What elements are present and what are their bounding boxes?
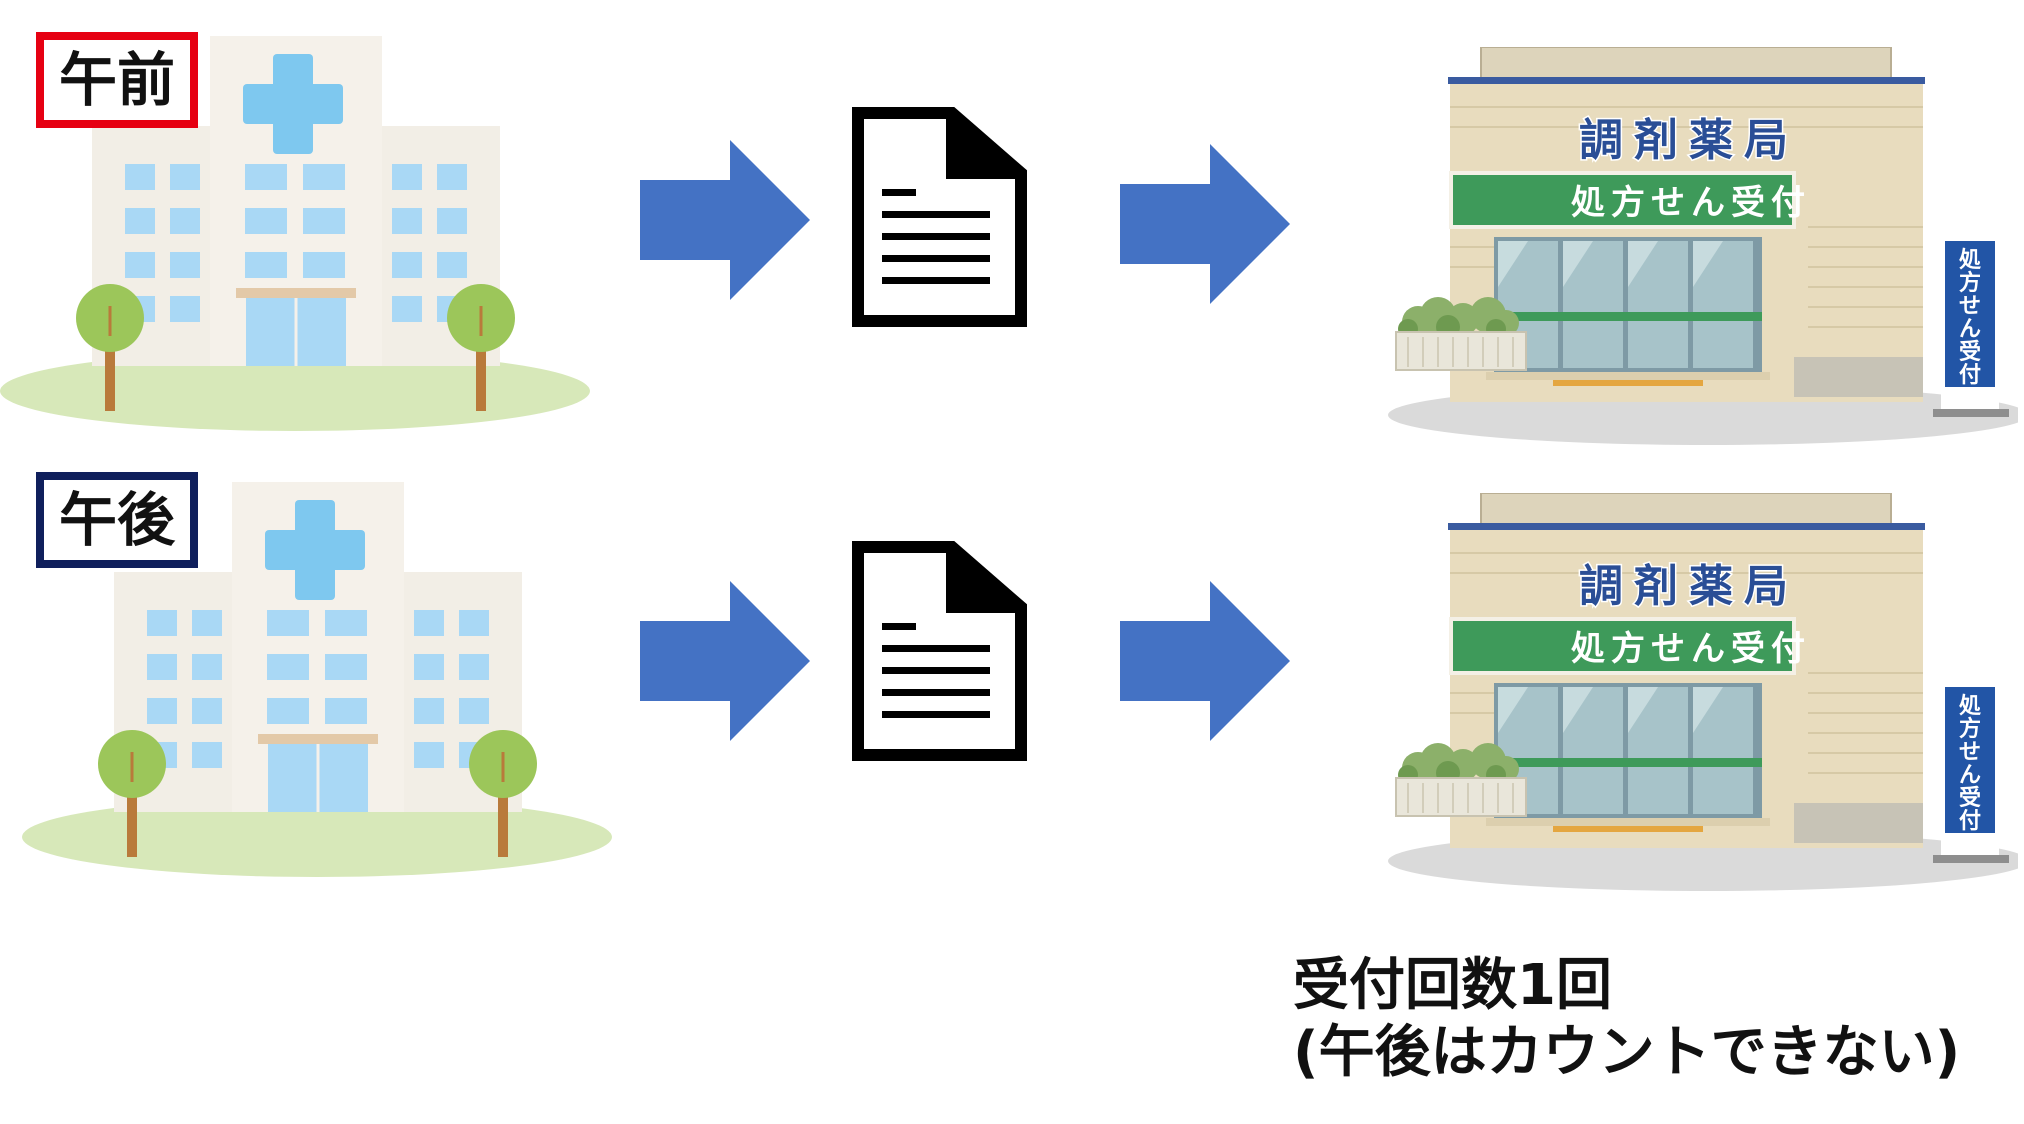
prescription-document-icon-morning <box>852 107 1027 327</box>
arrow-prescription-to-pharmacy-morning <box>1120 144 1290 304</box>
time-label-afternoon: 午後 <box>36 472 198 568</box>
prescription-document-icon-afternoon <box>852 541 1027 761</box>
pharmacy-banner-text: 処方せん受付 <box>1571 183 1811 223</box>
pharmacy-sign-char: 付 <box>1959 363 1981 388</box>
pharmacy-sign-char: せ <box>1959 294 1981 319</box>
pharmacy-name-char: 調 <box>1579 561 1623 612</box>
arrow-hospital-to-prescription-afternoon <box>640 581 810 741</box>
pharmacy-sign-char: ん <box>1959 317 1981 342</box>
pharmacy-name-char: 局 <box>1744 561 1788 612</box>
pharmacy-sign-char: 方 <box>1959 270 1981 296</box>
pharmacy-morning: 調 剤 薬 局 処方せん受付 処 方 せ ん 受 付 <box>1386 47 2018 447</box>
pharmacy-name-char: 剤 <box>1634 561 1678 612</box>
pharmacy-sign-char: 方 <box>1959 716 1981 742</box>
pharmacy-sign-char: ん <box>1959 763 1981 788</box>
pharmacy-name-char: 局 <box>1744 115 1788 166</box>
pharmacy-name-char: 調 <box>1579 115 1623 166</box>
arrow-prescription-to-pharmacy-afternoon <box>1120 581 1290 741</box>
pharmacy-sign-char: 処 <box>1959 247 1981 273</box>
pharmacy-name-char: 薬 <box>1689 115 1733 166</box>
caption-line-2: (午後はカウントできない) <box>1293 1020 1961 1085</box>
pharmacy-banner-text: 処方せん受付 <box>1571 629 1811 669</box>
pharmacy-afternoon: 調 剤 薬 局 処方せん受付 処 方 せ ん 受 付 <box>1386 493 2018 893</box>
pharmacy-sign-char: 受 <box>1959 339 1981 365</box>
pharmacy-sign-char: 受 <box>1959 785 1981 811</box>
pharmacy-sign-char: 付 <box>1959 809 1981 834</box>
arrow-hospital-to-prescription-morning <box>640 140 810 300</box>
pharmacy-sign-char: せ <box>1959 740 1981 765</box>
time-label-morning: 午前 <box>36 32 198 128</box>
pharmacy-name-char: 剤 <box>1634 115 1678 166</box>
pharmacy-name-char: 薬 <box>1689 561 1733 612</box>
pharmacy-sign-char: 処 <box>1959 693 1981 719</box>
caption-line-1: 受付回数1回 <box>1293 953 1612 1018</box>
